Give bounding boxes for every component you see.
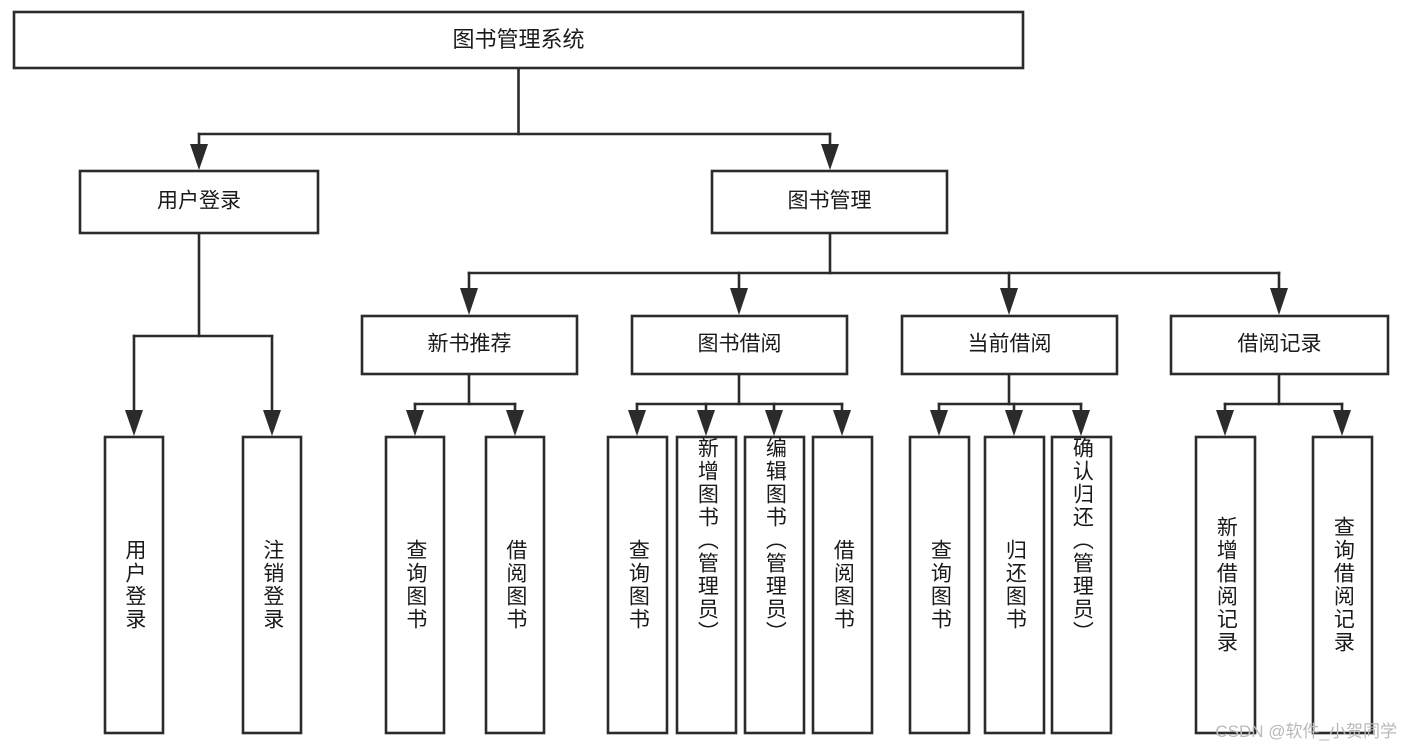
node-leaf-borrow-book-1[interactable] <box>484 435 546 735</box>
node-current-borrow[interactable] <box>900 314 1119 376</box>
arrow-head-leaf-borrow-book-1 <box>506 410 524 436</box>
node-book-manage[interactable] <box>710 169 949 235</box>
node-leaf-confirm-return-admin[interactable] <box>1050 435 1113 735</box>
node-borrow-record[interactable] <box>1169 314 1390 376</box>
node-new-book-recommend[interactable] <box>360 314 579 376</box>
node-leaf-query-book-3[interactable] <box>908 435 971 735</box>
node-new-book-recommend-label: 新书推荐 <box>428 333 512 356</box>
node-borrow-record-label: 借阅记录 <box>1238 333 1322 356</box>
node-leaf-query-book-2[interactable] <box>606 435 669 735</box>
node-current-borrow-label: 当前借阅 <box>968 333 1052 356</box>
arrow-head-book-manage <box>821 144 839 170</box>
node-leaf-query-book-1[interactable] <box>384 435 446 735</box>
arrow-head-leaf-query-borrow-record <box>1333 410 1351 436</box>
arrow-head-leaf-add-book-admin <box>697 410 715 436</box>
node-leaf-borrow-book-2[interactable] <box>811 435 874 735</box>
arrow-head-new-book-recommend <box>460 288 478 315</box>
arrow-head-leaf-query-book-2 <box>628 410 646 436</box>
node-leaf-add-book-admin[interactable] <box>675 435 738 735</box>
node-user-login-label: 用户登录 <box>157 190 241 213</box>
connector-layer <box>125 66 1351 436</box>
csdn-watermark: CSDN @软件_小贺同学 <box>1215 722 1397 741</box>
node-layer: 图书管理系统 用户登录 图书管理 新书推荐 图书借阅 当前借阅 借阅记录 <box>12 10 1390 735</box>
arrow-head-borrow-record <box>1270 288 1288 315</box>
node-book-borrow-label: 图书借阅 <box>698 333 782 356</box>
arrow-head-leaf-add-borrow-record <box>1216 410 1234 436</box>
arrow-head-current-borrow <box>1000 288 1018 315</box>
node-leaf-query-borrow-record[interactable] <box>1311 435 1374 735</box>
arrow-head-leaf-logout-login <box>263 410 281 436</box>
node-user-login[interactable] <box>78 169 320 235</box>
arrow-head-leaf-confirm-return-admin <box>1072 410 1090 436</box>
node-book-borrow[interactable] <box>630 314 849 376</box>
arrow-head-leaf-borrow-book-2 <box>833 410 851 436</box>
node-leaf-add-borrow-record[interactable] <box>1194 435 1257 735</box>
arrow-head-leaf-query-book-1 <box>406 410 424 436</box>
arrow-head-book-borrow <box>730 288 748 315</box>
node-leaf-user-login[interactable] <box>103 435 165 735</box>
arrow-head-leaf-query-book-3 <box>930 410 948 436</box>
arrow-head-leaf-return-book <box>1005 410 1023 436</box>
node-root-label: 图书管理系统 <box>452 27 584 52</box>
node-root[interactable] <box>12 10 1025 70</box>
node-leaf-edit-book-admin[interactable] <box>743 435 806 735</box>
node-leaf-return-book[interactable] <box>983 435 1046 735</box>
node-leaf-logout-login[interactable] <box>241 435 303 735</box>
arrow-head-leaf-edit-book-admin <box>765 410 783 436</box>
node-book-manage-label: 图书管理 <box>788 190 872 213</box>
arrow-head-user-login <box>190 144 208 170</box>
arrow-head-leaf-user-login <box>125 410 143 436</box>
